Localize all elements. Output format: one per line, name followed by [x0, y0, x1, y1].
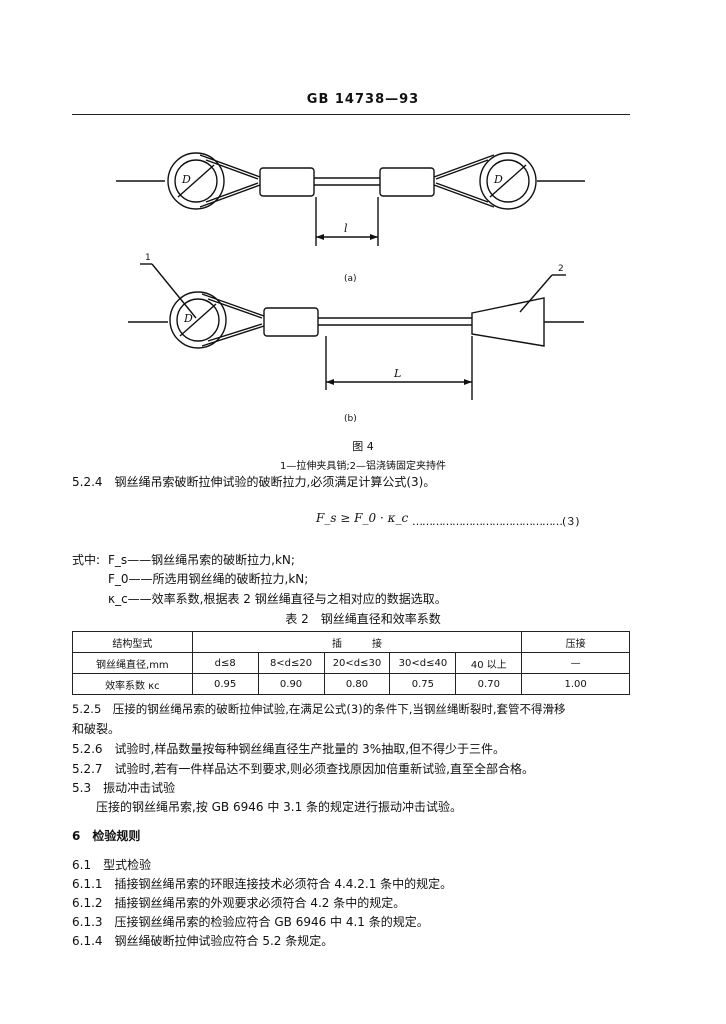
figure-4-diagram: D D l D L 1 2 (a) (b) — [116, 152, 585, 424]
eye-a-left-legs — [199, 154, 261, 208]
where-fs: F_s——钢丝绳吊索的破断拉力,kN; — [108, 553, 295, 567]
table-row: 结构型式 插 接 压接 — [72, 631, 630, 653]
table-cell-press: 压接 — [521, 631, 630, 653]
clause-5-2-4: 5.2.4 钢丝绳吊索破断拉伸试验的破断拉力,必须满足计算公式(3)。 — [72, 475, 436, 489]
eye-b-outer — [169, 291, 227, 349]
label-d-bottom: D — [183, 312, 193, 325]
sleeve-b — [263, 307, 319, 337]
clause-5-2-7: 5.2.7 试验时,若有一件样品达不到要求,则必须查找原因加倍重新试验,直至全部… — [72, 762, 534, 776]
section-6-heading: 6 检验规则 — [72, 829, 141, 843]
table-cell-efficiency-label: 效率系数 κc — [72, 673, 193, 695]
eye-a-right-inner — [486, 159, 530, 203]
table-cell: — — [521, 652, 630, 674]
figure-legend: 1—拉伸夹具销;2—铝浇铸固定夹持件 — [279, 461, 447, 472]
table-row: 效率系数 κc 0.95 0.90 0.80 0.75 0.70 1.00 — [72, 673, 630, 695]
formula-number: ………………………………………(３) — [412, 515, 580, 528]
eye-b-inner — [176, 298, 220, 342]
where-prefix: 式中: — [72, 553, 101, 567]
label-d-left: D — [181, 173, 191, 186]
clause-6-1-2: 6.1.2 插接钢丝绳吊索的外观要求必须符合 4.2 条中的规定。 — [72, 896, 406, 910]
table-row: 钢丝绳直径,mm d≤8 8<d≤20 20<d≤30 30<d≤40 40 以… — [72, 652, 630, 674]
callout-1-leader — [151, 263, 197, 319]
standard-number: GB 14738—93 — [306, 92, 420, 107]
header-rule — [72, 114, 630, 115]
clause-6-1-1: 6.1.1 插接钢丝绳吊索的环眼连接技术必须符合 4.4.2.1 条中的规定。 — [72, 877, 453, 891]
table-cell: 0.95 — [191, 673, 259, 695]
eye-a-left-outer — [167, 152, 225, 210]
clause-5-2-6: 5.2.6 试验时,样品数量按每种钢丝绳直径生产批量的 3%抽取,但不得少于三件… — [72, 742, 506, 756]
label-l-big: L — [393, 367, 401, 380]
callout-2-leader — [519, 274, 553, 313]
sleeve-a-right — [379, 167, 435, 197]
formula-3: F_s ≥ F_0 · κ_c — [316, 511, 409, 525]
table-cell: 40 以上 — [455, 652, 523, 674]
table-cell: 0.70 — [455, 673, 523, 695]
table-cell-splice: 插 接 — [191, 631, 523, 653]
eye-b-legs — [201, 293, 265, 347]
clause-5-3-body: 压接的钢丝绳吊索,按 GB 6946 中 3.1 条的规定进行振动冲击试验。 — [96, 800, 463, 814]
table-cell: 0.90 — [257, 673, 325, 695]
eye-b-diameter — [179, 303, 217, 337]
table-cell-structure-label: 结构型式 — [72, 631, 193, 653]
clause-6-1: 6.1 型式检验 — [72, 858, 152, 872]
callout-2: 2 — [558, 264, 564, 274]
label-d-right: D — [493, 173, 503, 186]
where-kc: κ_c——效率系数,根据表 2 钢丝绳直径与之相对应的数据选取。 — [108, 592, 447, 606]
table-cell: 1.00 — [521, 673, 630, 695]
sleeve-a-left — [259, 167, 315, 197]
table-cell-diameter-label: 钢丝绳直径,mm — [72, 652, 193, 674]
label-l-small: l — [344, 222, 348, 235]
table-cell: 0.75 — [389, 673, 457, 695]
eye-a-right-legs — [433, 154, 495, 208]
figure-caption: 图 4 — [352, 440, 374, 453]
clause-5-2-5-line2: 和破裂。 — [72, 722, 121, 736]
cast-fitting — [471, 297, 545, 347]
callout-1: 1 — [145, 253, 151, 263]
table-2: 结构型式 插 接 压接 钢丝绳直径,mm d≤8 8<d≤20 20<d≤30 … — [72, 631, 630, 695]
clause-6-1-4: 6.1.4 钢丝绳破断拉伸试验应符合 5.2 条规定。 — [72, 934, 334, 948]
table-cell: 8<d≤20 — [257, 652, 325, 674]
table-cell: d≤8 — [191, 652, 259, 674]
where-f0: F_0——所选用钢丝绳的破断拉力,kN; — [108, 572, 309, 586]
subfigure-b-label: (b) — [344, 414, 357, 424]
subfigure-a-label: (a) — [344, 274, 357, 284]
eye-a-left-inner — [174, 159, 218, 203]
table-cell: 0.80 — [323, 673, 391, 695]
eye-a-right-diameter — [489, 164, 527, 198]
table-cell: 20<d≤30 — [323, 652, 391, 674]
clause-6-1-3: 6.1.3 压接钢丝绳吊索的检验应符合 GB 6946 中 4.1 条的规定。 — [72, 915, 429, 929]
clause-5-3: 5.3 振动冲击试验 — [72, 781, 176, 795]
table-2-title: 表 2 钢丝绳直径和效率系数 — [285, 612, 441, 626]
eye-a-right-outer — [479, 152, 537, 210]
table-cell: 30<d≤40 — [389, 652, 457, 674]
eye-a-left-diameter — [177, 164, 215, 198]
clause-5-2-5-line1: 5.2.5 压接的钢丝绳吊索的破断拉伸试验,在满足公式(3)的条件下,当钢丝绳断… — [72, 702, 566, 716]
